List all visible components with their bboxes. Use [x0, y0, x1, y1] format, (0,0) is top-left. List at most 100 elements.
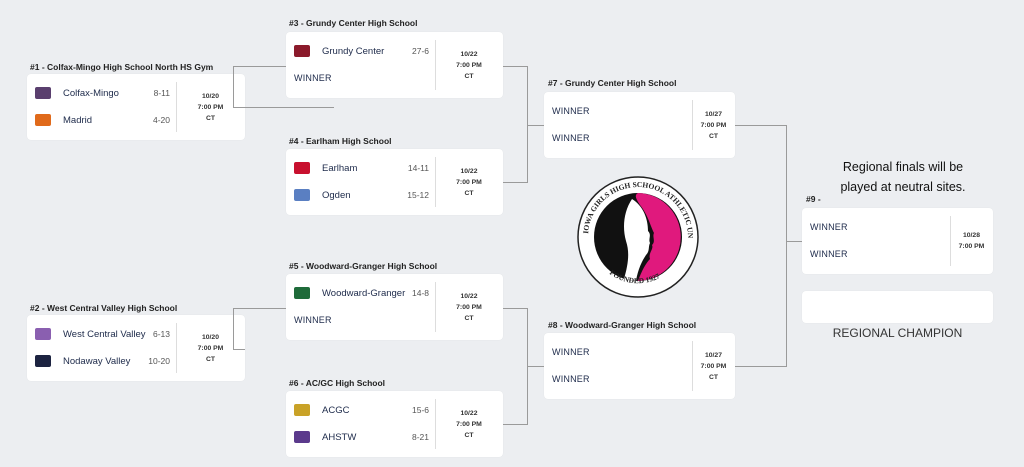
divider — [435, 399, 436, 449]
game-timezone: CT — [708, 132, 719, 140]
game-label: #7 - Grundy Center High School — [548, 78, 677, 88]
game-datetime: 10/28 7:00 PM — [950, 208, 993, 274]
game-datetime: 10/22 7:00 PM CT — [435, 391, 503, 457]
team-row[interactable]: WINNER — [294, 313, 431, 327]
connector — [527, 66, 528, 183]
team-row[interactable]: WINNER — [294, 71, 431, 85]
connector — [233, 308, 234, 350]
game-time: 7:00 PM — [456, 420, 482, 428]
game-timezone: CT — [205, 355, 216, 363]
spartan-logo-icon — [294, 45, 310, 57]
game-timezone: CT — [464, 314, 474, 322]
game-time: 7:00 PM — [456, 303, 482, 311]
regional-note-line2: played at neutral sites. — [840, 180, 966, 194]
team-name: Nodaway Valley — [63, 355, 131, 367]
team-row[interactable]: WINNER — [810, 247, 946, 261]
connector — [233, 66, 234, 108]
team-name: Madrid — [63, 114, 93, 126]
team-record: 4-20 — [152, 115, 170, 125]
game-datetime: 10/22 7:00 PM CT — [435, 274, 503, 340]
game-datetime: 10/20 7:00 PM CT — [176, 315, 245, 381]
connector — [786, 125, 787, 367]
game-datetime: 10/22 7:00 PM CT — [435, 149, 503, 215]
cardinal-logo-icon — [294, 162, 310, 174]
game-date: 10/20 — [201, 333, 219, 341]
team-row[interactable]: WINNER — [552, 131, 688, 145]
connector — [527, 366, 544, 367]
connector — [786, 241, 802, 242]
team-row[interactable]: WINNER — [810, 220, 946, 234]
team-row[interactable]: ACGC 15-6 — [292, 403, 429, 417]
team-name: Ogden — [322, 189, 351, 201]
connector — [233, 107, 245, 108]
team-name: WINNER — [810, 249, 848, 259]
team-row[interactable]: AHSTW 8-21 — [292, 430, 429, 444]
team-row[interactable]: Madrid 4-20 — [33, 113, 170, 127]
team-name: WINNER — [552, 106, 590, 116]
team-record: 14-11 — [407, 163, 429, 173]
game-date: 10/22 — [460, 409, 478, 417]
connector — [735, 125, 786, 126]
connector — [245, 107, 334, 108]
game-datetime: 10/20 7:00 PM CT — [176, 74, 245, 140]
connector — [503, 308, 527, 309]
game-label: #1 - Colfax-Mingo High School North HS G… — [30, 62, 214, 72]
connector — [233, 308, 286, 309]
team-name: Grundy Center — [322, 45, 385, 57]
team-record: 6-13 — [152, 329, 170, 339]
game-timezone: CT — [205, 114, 216, 122]
connector — [503, 424, 527, 425]
team-row[interactable]: WINNER — [552, 372, 688, 386]
divider — [435, 40, 436, 90]
team-name: WINNER — [810, 222, 848, 232]
divider — [435, 282, 436, 332]
tiger-logo-icon — [35, 87, 51, 99]
team-name: WINNER — [552, 374, 590, 384]
hawk-logo-icon — [294, 287, 310, 299]
charger-logo-icon — [294, 404, 310, 416]
team-record: 8-21 — [411, 432, 429, 442]
game-datetime: 10/22 7:00 PM CT — [435, 32, 503, 98]
game-card[interactable]: WINNER WINNER 10/28 7:00 PM — [802, 208, 993, 274]
game-date: 10/27 — [704, 351, 722, 359]
connector — [503, 182, 527, 183]
connector — [735, 366, 786, 367]
game-date: 10/22 — [460, 167, 478, 175]
team-name: WINNER — [552, 133, 590, 143]
m-logo-icon — [35, 114, 51, 126]
connector — [527, 125, 544, 126]
team-name: WINNER — [294, 315, 332, 325]
team-name: AHSTW — [322, 431, 357, 443]
team-record: 15-6 — [411, 405, 429, 415]
team-row[interactable]: WINNER — [552, 104, 688, 118]
game-label: #4 - Earlham High School — [289, 136, 392, 146]
team-name: WINNER — [552, 347, 590, 357]
team-row[interactable]: WINNER — [552, 345, 688, 359]
game-date: 10/22 — [460, 292, 478, 300]
game-time: 7:00 PM — [456, 61, 482, 69]
game-timezone: CT — [464, 189, 474, 197]
game-label: #3 - Grundy Center High School — [289, 18, 418, 28]
game-timezone: CT — [464, 72, 474, 80]
game-label: #9 - — [806, 194, 821, 204]
team-name: ACGC — [322, 404, 350, 416]
team-name: Colfax-Mingo — [63, 87, 119, 99]
ighsau-logo: IOWA GIRLS HIGH SCHOOL ATHLETIC UNION FO… — [573, 168, 701, 300]
connector — [233, 349, 245, 350]
regional-note-line1: Regional finals will be — [842, 160, 964, 174]
